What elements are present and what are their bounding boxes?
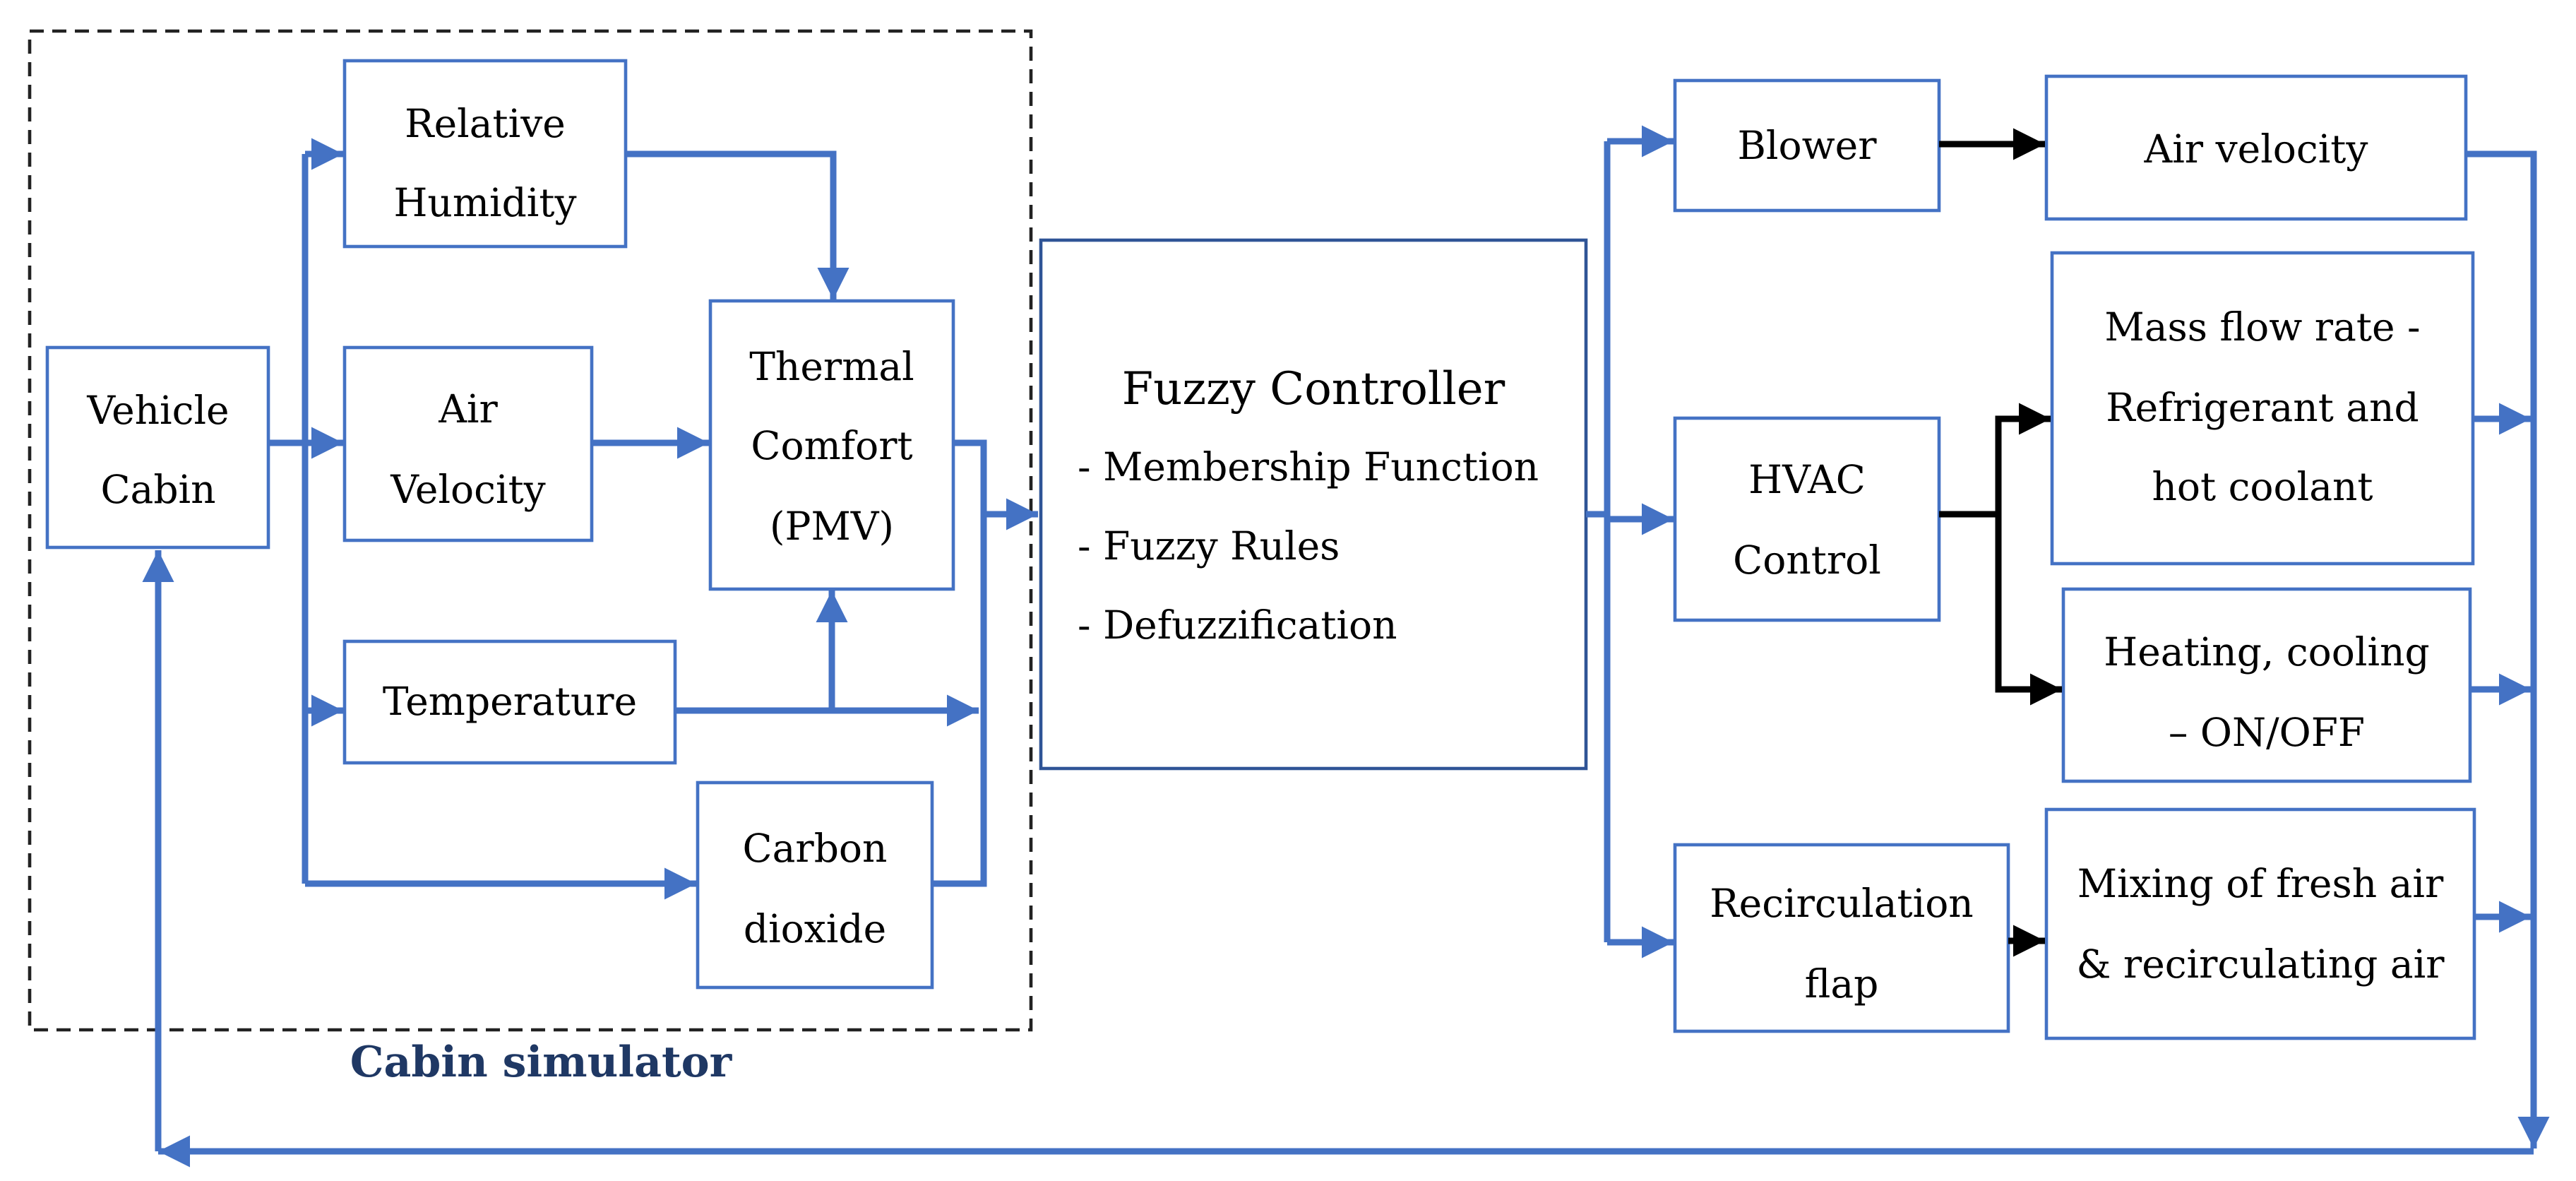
relative-humidity-label-line-2: Humidity [393,180,576,225]
carbon-dioxide-node: Carbon dioxide [696,781,934,990]
fuzzy-controller-item-defuzzification: - Defuzzification [1078,603,1397,648]
carbon-dioxide-label-line-2: dioxide [744,906,886,951]
air-velocity-output-node: Air velocity [2044,74,2468,221]
fuzzy-controller-item-membership: - Membership Function [1078,444,1539,489]
temperature-label: Temperature [383,679,637,724]
mass-flow-rate-label-line-3: hot coolant [2152,464,2373,509]
hvac-to-mass-flow-arrow [1995,403,2051,514]
hvac-control-label-line-1: HVAC [1748,457,1866,502]
thermal-comfort-label-line-1: Thermal [749,344,914,389]
thermal-comfort-to-merge-line [932,439,987,887]
air-velocity-sensor-label-line-1: Air [438,386,498,432]
thermal-comfort-label-line-3: (PMV) [770,504,894,549]
air-velocity-sensor-label-line-2: Velocity [390,467,546,512]
cabin-simulator-group [28,29,1033,1032]
blower-node: Blower [1673,78,1941,213]
mass-flow-rate-node: Mass flow rate - Refrigerant and hot coo… [2050,251,2475,566]
blower-label: Blower [1737,123,1877,168]
heating-cooling-node: Heating, cooling – ON/OFF [2061,587,2472,783]
air-velocity-output-label: Air velocity [2144,126,2368,172]
fuzzy-controller-item-rules: - Fuzzy Rules [1078,523,1340,569]
humidity-to-thermal-comfort-arrow [626,150,849,299]
fuzzy-controller-node: Fuzzy Controller - Membership Function -… [1039,238,1588,771]
mass-flow-rate-label-line-1: Mass flow rate - [2104,304,2420,350]
relative-humidity-label-line-1: Relative [405,101,566,146]
mass-flow-rate-label-line-2: Refrigerant and [2106,385,2419,430]
cabin-simulator-label: Cabin simulator [350,1038,733,1087]
thermal-comfort-label-line-2: Comfort [751,423,912,468]
fuzzy-controller-title: Fuzzy Controller [1122,363,1505,415]
recirculation-flap-node: Recirculation flap [1673,843,2010,1033]
heating-cooling-label-line-1: Heating, cooling [2104,629,2429,675]
hvac-to-heating-cooling-arrow [1995,514,2062,706]
temperature-node: Temperature [342,639,677,765]
mixing-label-line-1: Mixing of fresh air [2077,861,2444,906]
carbon-dioxide-label-line-1: Carbon [743,826,888,871]
recirculation-flap-label-line-1: Recirculation [1710,881,1973,926]
relative-humidity-node: Relative Humidity [342,59,628,249]
heating-cooling-label-line-2: – ON/OFF [2169,710,2365,755]
hvac-control-node: HVAC Control [1673,416,1941,622]
air-velocity-sensor-node: Air Velocity [342,345,594,542]
vehicle-cabin-node: Vehicle Cabin [45,345,270,550]
mixing-node: Mixing of fresh air & recirculating air [2044,807,2476,1040]
mixing-label-line-2: & recirculating air [2076,942,2445,987]
air-velocity-to-feedback-line [2466,150,2550,1149]
thermal-comfort-node: Thermal Comfort (PMV) [708,299,955,591]
vehicle-cabin-label-line-1: Vehicle [86,388,229,433]
vehicle-cabin-label-line-2: Cabin [100,467,215,512]
hvac-control-label-line-2: Control [1733,538,1881,583]
recirculation-flap-label-line-2: flap [1805,961,1879,1007]
